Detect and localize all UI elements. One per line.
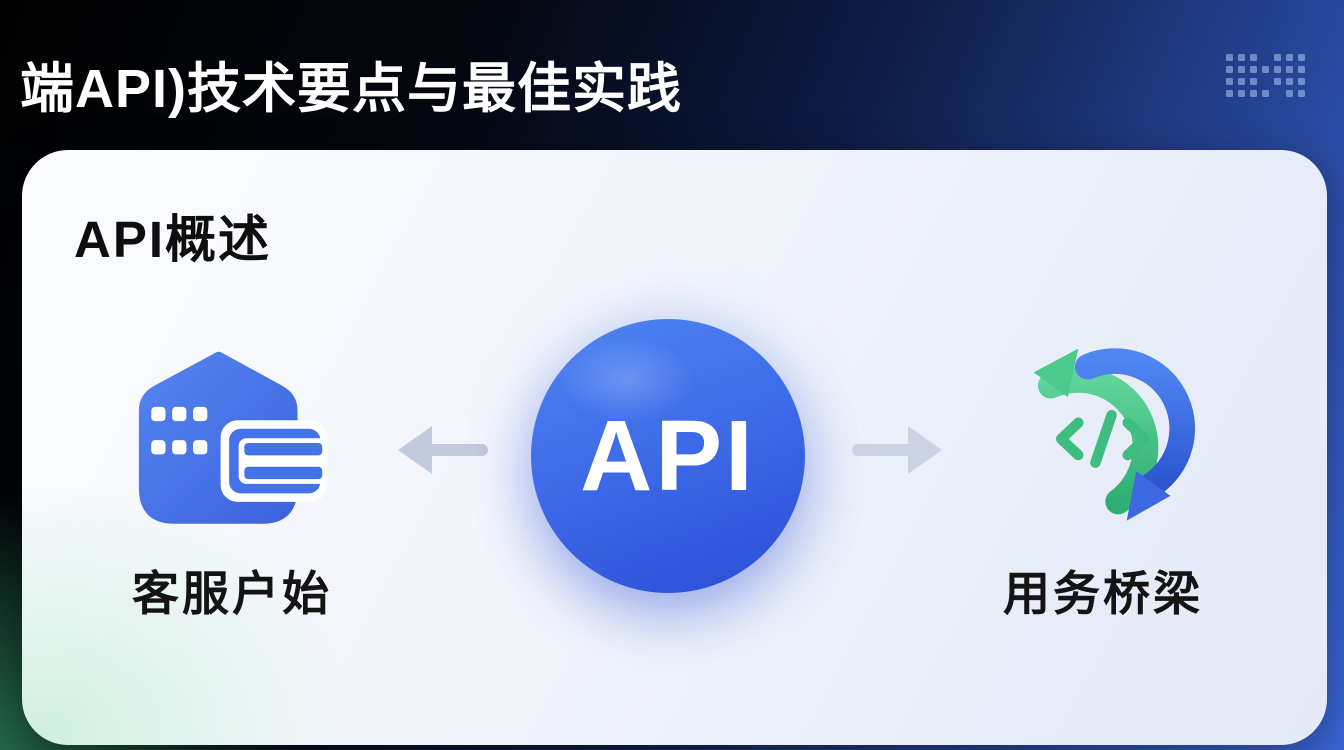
left-node-label: 客服户始 [132, 567, 332, 620]
dot [1286, 66, 1293, 73]
dot [1238, 90, 1245, 97]
dot [1262, 66, 1269, 73]
dot [1274, 78, 1281, 85]
dot [1226, 66, 1233, 73]
dot [1274, 54, 1281, 61]
dot [1298, 78, 1305, 85]
service-portal-icon [138, 351, 327, 524]
dot [1298, 54, 1305, 61]
right-node [1008, 342, 1198, 532]
arrow-right-icon [852, 426, 942, 474]
dot [1286, 54, 1293, 61]
content-card: API概述 [22, 150, 1327, 745]
dot [1262, 54, 1269, 61]
dot [1286, 90, 1293, 97]
dot [1274, 66, 1281, 73]
dot [1238, 78, 1245, 85]
dot [1250, 90, 1257, 97]
arrow-left-icon [398, 426, 488, 474]
dot [1250, 54, 1257, 61]
dot [1262, 90, 1269, 97]
api-circle-label: API [580, 399, 756, 512]
dot [1286, 78, 1293, 85]
dots-pattern-decoration [1226, 54, 1305, 97]
dot [1238, 66, 1245, 73]
dot [1226, 54, 1233, 61]
dot [1298, 66, 1305, 73]
left-node [137, 348, 327, 538]
dot [1262, 78, 1269, 85]
dot [1226, 90, 1233, 97]
dot [1298, 90, 1305, 97]
card-heading: API概述 [74, 211, 272, 268]
dot [1238, 54, 1245, 61]
page-title: 端API)技术要点与最佳实践 [20, 59, 682, 119]
api-circle: API [531, 319, 805, 593]
right-node-label: 用务桥梁 [1003, 567, 1203, 620]
dot [1226, 78, 1233, 85]
dot [1250, 66, 1257, 73]
dot [1274, 90, 1281, 97]
code-sync-icon [1033, 348, 1196, 521]
dot [1250, 78, 1257, 85]
